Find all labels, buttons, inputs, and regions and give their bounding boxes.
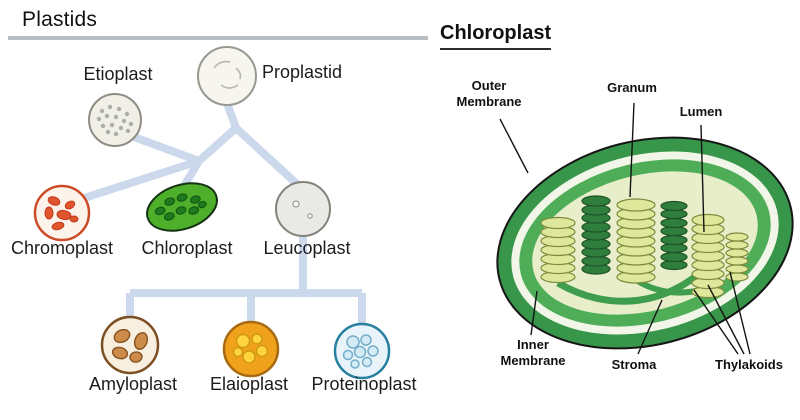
granum-stack-4 [725,232,749,282]
proteinoplast-label: Proteinoplast [311,374,417,394]
connector-to-etioplast [132,133,201,165]
granum-stack-3 [691,213,725,299]
amyloplast-label: Amyloplast [88,374,178,394]
chromoplast-icon [33,184,91,242]
inner-membrane-label: Inner Membrane [500,337,566,369]
granum-pointer [629,102,635,198]
stroma-pointer [637,299,663,355]
outer-membrane-pointer [499,118,529,174]
outer-membrane-label: Outer Membrane [456,78,522,110]
chloroplast-label: Chloroplast [141,238,233,258]
plastids-title-rule [8,36,428,40]
granum-stack-dark-1 [581,195,611,275]
lumen-pointer [700,124,705,233]
stroma-label: Stroma [611,357,657,372]
leucoplast-icon [275,181,331,237]
connector-proplastid-stub [223,101,240,130]
elaioplast-icon [222,320,280,378]
connector-to-leucoplast [233,125,302,189]
granum-stack-dark-2 [660,200,688,271]
chloroplast-title: Chloroplast [440,22,552,50]
amyloplast-icon [100,315,160,375]
chromoplast-label: Chromoplast [10,238,114,258]
granum-stack-1 [540,216,576,284]
plastids-title: Plastids [22,8,98,31]
connector-to-junction [196,125,239,164]
proplastid-icon [197,46,257,106]
proplastid-label: Proplastid [262,62,343,82]
granum-stack-2 [616,198,656,284]
proteinoplast-icon [333,322,391,380]
inner-membrane-pointer [530,290,538,336]
plastid-tree-connectors [79,101,366,325]
label-pointer-lines [499,102,751,355]
etioplast-label: Etioplast [83,64,153,84]
thylakoids-pointer-3 [729,271,751,355]
granum-label: Granum [607,80,657,95]
leucoplast-label: Leucoplast [263,238,351,258]
thylakoids-pointer-2 [707,284,745,355]
elaioplast-label: Elaioplast [209,374,289,394]
connector-to-chromoplast [79,157,201,203]
lumen-label: Lumen [679,104,723,119]
thylakoids-label: Thylakoids [715,357,783,372]
thylakoids-pointer-1 [693,289,739,355]
etioplast-icon [88,93,142,147]
chloroplast-icon [146,182,218,232]
